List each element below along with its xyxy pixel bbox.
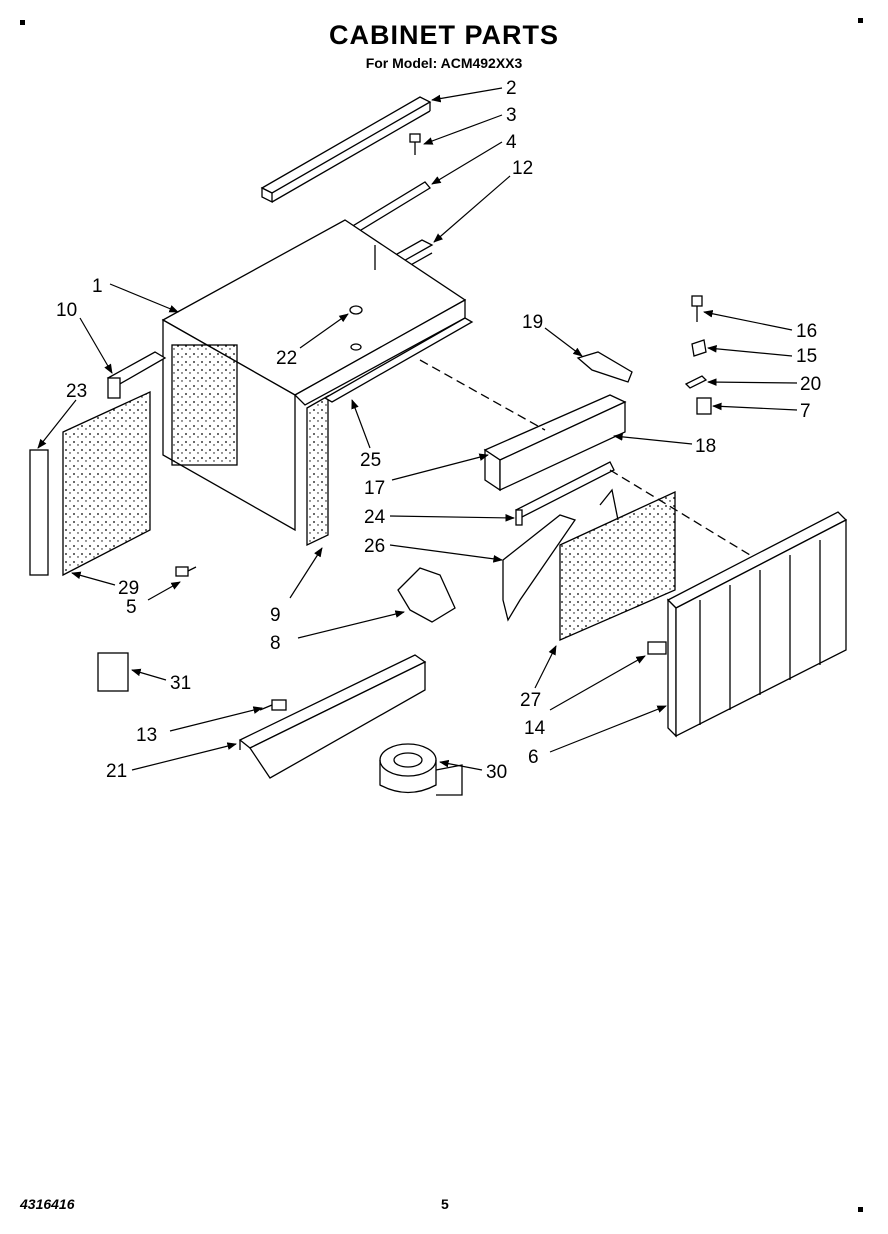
part-clip-20 xyxy=(684,375,708,389)
leader-8 xyxy=(297,610,405,639)
leader-23 xyxy=(37,399,77,449)
part-side-strip-9 xyxy=(306,394,329,547)
part-side-strip-23 xyxy=(29,449,49,576)
callout-label: 31 xyxy=(170,673,191,694)
leader-20 xyxy=(707,378,798,386)
leader-14 xyxy=(549,655,646,711)
callout-label: 27 xyxy=(520,690,541,711)
part-clip-7 xyxy=(696,397,712,415)
callout-label: 22 xyxy=(276,348,297,369)
leader-31 xyxy=(131,668,167,681)
connector-line xyxy=(419,359,546,431)
corner-mark-top-left xyxy=(20,20,25,25)
callout-label: 19 xyxy=(522,312,543,333)
leader-29 xyxy=(71,571,116,586)
part-screw-13 xyxy=(259,699,287,711)
corner-mark-top-right xyxy=(858,18,863,23)
leader-7 xyxy=(712,402,798,411)
part-screw-5 xyxy=(175,566,197,577)
leader-19 xyxy=(544,327,583,357)
part-screw-16 xyxy=(691,295,703,307)
leader-15 xyxy=(707,344,793,357)
callout-label: 30 xyxy=(486,762,507,783)
callout-label: 20 xyxy=(800,374,821,395)
callout-label: 26 xyxy=(364,536,385,557)
part-clip-15 xyxy=(691,339,707,357)
part-block-10-face xyxy=(107,377,121,399)
part-cabinet-1 xyxy=(161,219,467,532)
leader-21 xyxy=(131,742,237,771)
callout-label: 5 xyxy=(126,597,137,618)
part-foam-panel-29 xyxy=(62,390,151,577)
leader-9 xyxy=(289,547,323,599)
callout-label: 4 xyxy=(506,132,517,153)
callout-label: 29 xyxy=(118,578,139,599)
leader-10 xyxy=(79,317,113,374)
part-grommet-22 xyxy=(349,305,363,351)
part-strip-24-face xyxy=(515,509,523,526)
callout-label: 13 xyxy=(136,725,157,746)
leader-16 xyxy=(703,309,793,331)
page-title: CABINET PARTS xyxy=(328,20,559,50)
callout-label: 21 xyxy=(106,761,127,782)
leader-17 xyxy=(391,453,489,481)
part-rail-25 xyxy=(323,317,474,403)
part-block-14 xyxy=(647,641,667,655)
callout-label: 14 xyxy=(524,718,546,739)
callout-label: 7 xyxy=(800,401,811,422)
callout-label: 24 xyxy=(364,507,386,528)
callout-label: 25 xyxy=(360,450,381,471)
document-number: 4316416 xyxy=(20,1196,75,1212)
leader-26 xyxy=(389,544,503,563)
callout-label: 12 xyxy=(512,158,533,179)
part-front-grille-6 xyxy=(666,511,848,738)
callout-label: 15 xyxy=(796,346,817,367)
callout-label: 10 xyxy=(56,300,77,321)
part-frame-17-18 xyxy=(483,394,627,492)
leader-4 xyxy=(431,141,503,185)
part-filter-27 xyxy=(559,490,676,641)
part-block-31 xyxy=(97,652,129,692)
callout-label: 9 xyxy=(270,605,281,626)
leader-6 xyxy=(549,705,667,753)
leader-1 xyxy=(109,283,179,313)
callout-label: 17 xyxy=(364,478,385,499)
leader-25 xyxy=(351,399,371,449)
leader-3 xyxy=(423,114,503,145)
callout-label: 23 xyxy=(66,381,87,402)
leader-27 xyxy=(534,645,557,689)
callout-label: 16 xyxy=(796,321,817,342)
part-top-rail xyxy=(260,96,432,204)
part-clamp-8 xyxy=(397,567,456,623)
part-channel-21 xyxy=(238,654,427,779)
callout-label: 2 xyxy=(506,78,517,99)
part-tape-30 xyxy=(379,743,463,796)
callout-label: 6 xyxy=(528,747,539,768)
leader-22 xyxy=(299,313,349,349)
page-number: 5 xyxy=(441,1196,449,1212)
part-bracket-19 xyxy=(576,351,633,383)
leader-13 xyxy=(169,706,263,732)
callout-label: 3 xyxy=(506,105,517,126)
corner-mark-bottom-right xyxy=(858,1207,863,1212)
part-wire-26 xyxy=(502,488,619,622)
leader-24 xyxy=(389,514,515,522)
leader-18 xyxy=(613,433,693,445)
callout-label: 18 xyxy=(695,436,716,457)
page-subtitle: For Model: ACM492XX3 xyxy=(365,55,523,71)
part-screw-3 xyxy=(409,133,421,155)
leader-12 xyxy=(433,175,511,243)
callout-label: 1 xyxy=(92,276,103,297)
callout-label: 8 xyxy=(270,633,281,654)
leader-5 xyxy=(147,581,181,601)
leader-30 xyxy=(439,759,483,771)
leader-2 xyxy=(431,87,503,103)
